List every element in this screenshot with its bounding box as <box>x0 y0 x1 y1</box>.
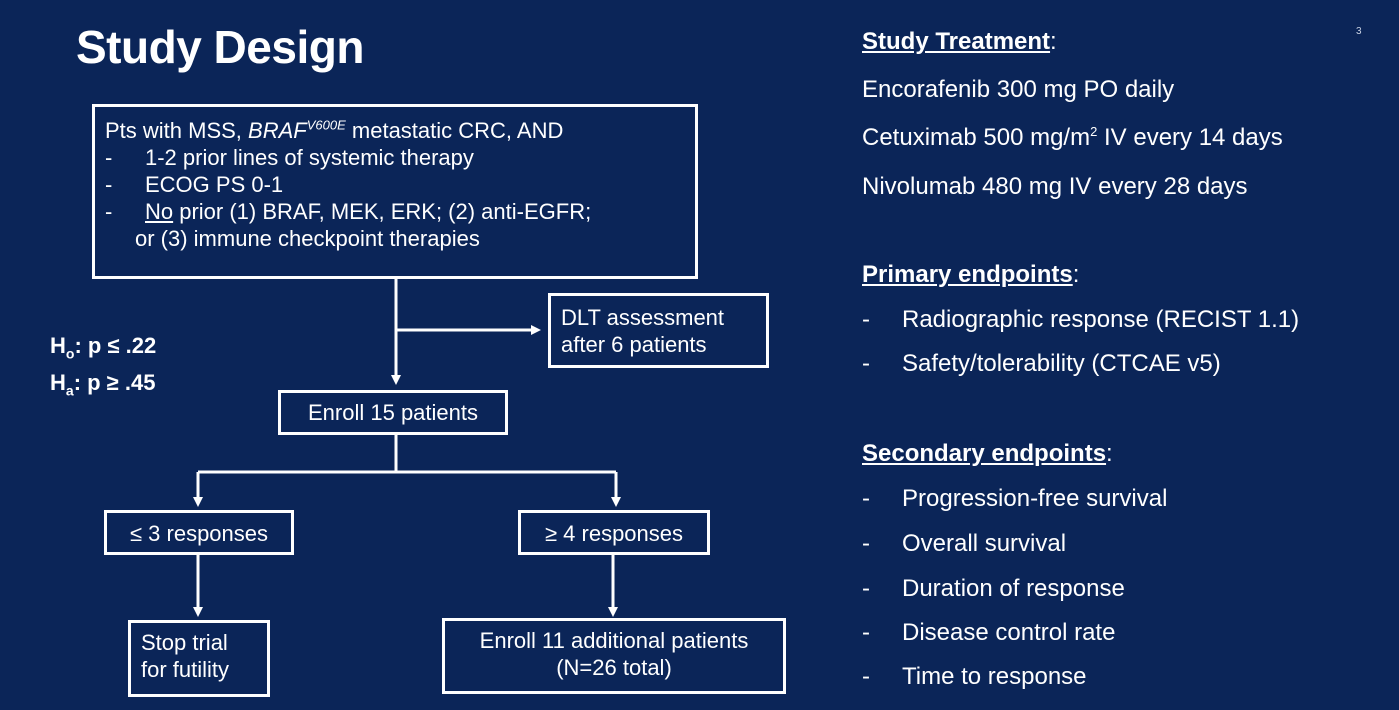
primary-endpoint-item: -Safety/tolerability (CTCAE v5) <box>862 350 1221 377</box>
eligibility-item-ecog: -ECOG PS 0-1 <box>105 172 284 197</box>
eligibility-item-prior-lines: -1-2 prior lines of systemic therapy <box>105 145 474 170</box>
treatment-cetuximab: Cetuximab 500 mg/m2 IV every 14 days <box>862 124 1283 151</box>
secondary-endpoint-item: -Duration of response <box>862 575 1125 602</box>
dlt-assessment-box: DLT assessment after 6 patients <box>548 293 769 368</box>
primary-endpoint-item: -Radiographic response (RECIST 1.1) <box>862 306 1300 333</box>
ge4-responses-box: ≥ 4 responses <box>518 510 710 555</box>
null-hypothesis: Ho: p ≤ .22 <box>50 333 157 362</box>
secondary-endpoint-item: -Time to response <box>862 663 1087 690</box>
eligibility-item-no-prior: -No prior (1) BRAF, MEK, ERK; (2) anti-E… <box>105 199 592 224</box>
eligibility-line1: Pts with MSS, BRAFV600E metastatic CRC, … <box>105 117 564 143</box>
eligibility-box: Pts with MSS, BRAFV600E metastatic CRC, … <box>92 104 698 279</box>
page-title: Study Design <box>76 21 364 73</box>
treatment-encorafenib: Encorafenib 300 mg PO daily <box>862 76 1175 103</box>
alt-hypothesis: Ha: p ≥ .45 <box>50 370 156 399</box>
hypotheses: Ho: p ≤ .22 Ha: p ≥ .45 <box>50 331 156 406</box>
secondary-endpoint-item: -Disease control rate <box>862 619 1116 646</box>
secondary-endpoint-item: -Overall survival <box>862 530 1067 557</box>
secondary-endpoints-header: Secondary endpoints: <box>862 440 1113 467</box>
secondary-endpoint-item: -Progression-free survival <box>862 485 1168 512</box>
stop-trial-box: Stop trial for futility <box>128 620 270 697</box>
primary-endpoints-header: Primary endpoints: <box>862 261 1080 288</box>
enroll-15-box: Enroll 15 patients <box>278 390 508 435</box>
slide-number: 3 <box>1356 26 1362 37</box>
treatment-nivolumab: Nivolumab 480 mg IV every 28 days <box>862 173 1248 200</box>
enroll-11-box: Enroll 11 additional patients (N=26 tota… <box>442 618 786 694</box>
le3-responses-box: ≤ 3 responses <box>104 510 294 555</box>
eligibility-item-no-prior-cont: or (3) immune checkpoint therapies <box>135 226 480 251</box>
treatment-header: Study Treatment: <box>862 28 1057 55</box>
